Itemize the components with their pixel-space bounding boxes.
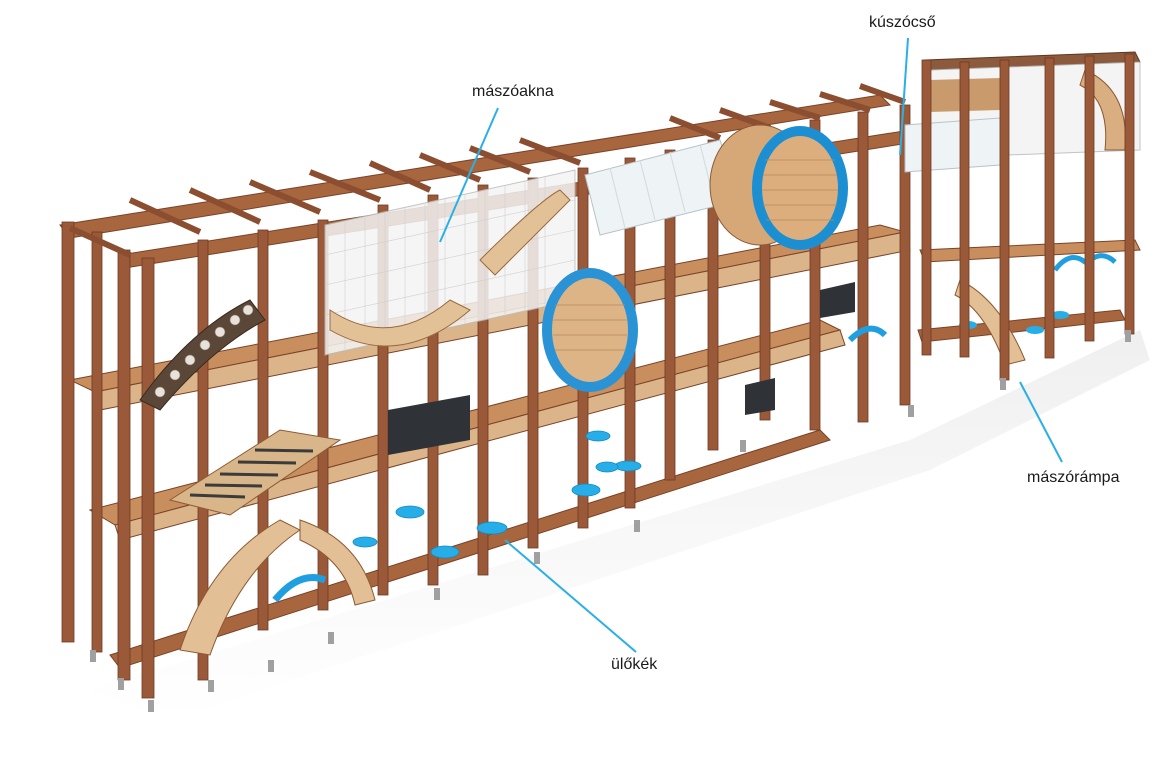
wooden-stairs bbox=[168, 429, 376, 656]
rope-net-ramp bbox=[139, 299, 266, 411]
right-tower bbox=[904, 51, 1141, 381]
climbing-shaft bbox=[324, 169, 576, 356]
main-posts bbox=[61, 104, 911, 699]
label-climbing-ramp: mászórámpa bbox=[1027, 469, 1120, 486]
blue-arch-left bbox=[272, 574, 327, 603]
leader-line-climbing-shaft bbox=[439, 107, 499, 243]
seat-discs bbox=[352, 430, 642, 559]
label-crawl-tube: kúszócső bbox=[869, 14, 936, 31]
black-panels bbox=[388, 282, 855, 455]
ground-shadow bbox=[90, 330, 1150, 720]
steel-feet bbox=[90, 330, 1131, 712]
callout-leader-lines bbox=[439, 37, 1063, 653]
leader-line-seats bbox=[504, 539, 637, 653]
loop-feature bbox=[542, 268, 638, 392]
roof-grid bbox=[68, 83, 907, 258]
label-seats: ülőkék bbox=[611, 656, 658, 673]
blue-arch-middle bbox=[847, 325, 888, 343]
leader-line-crawl-tube bbox=[899, 37, 909, 156]
label-climbing-shaft: mászóakna bbox=[472, 83, 554, 100]
wheel-feature bbox=[709, 124, 848, 250]
leader-line-climbing-ramp bbox=[1019, 381, 1063, 463]
